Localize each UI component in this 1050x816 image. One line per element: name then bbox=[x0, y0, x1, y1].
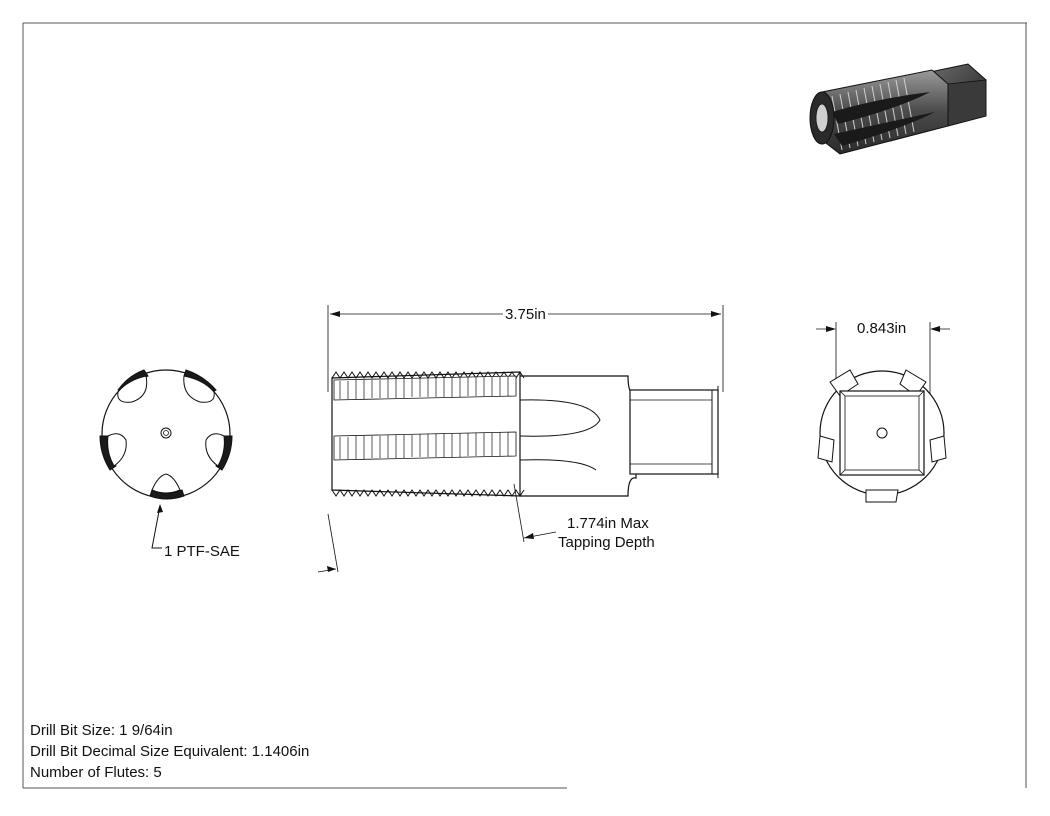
overall-length-dimension: 3.75in bbox=[503, 306, 548, 323]
end-view-left bbox=[99, 369, 233, 549]
thread-size-callout: 1 PTF-SAE bbox=[164, 543, 240, 560]
tapping-depth-label: Tapping Depth bbox=[558, 534, 655, 551]
side-view bbox=[317, 305, 724, 573]
isometric-view bbox=[809, 63, 987, 155]
square-width-dimension: 0.843in bbox=[857, 320, 907, 337]
number-of-flutes: Number of Flutes: 5 bbox=[30, 764, 162, 781]
spec-notes: Drill Bit Size: 1 9/64in Drill Bit Decim… bbox=[30, 720, 309, 783]
tapping-depth-value: 1.774in Max bbox=[567, 515, 649, 532]
sheet-border bbox=[22, 22, 1027, 789]
end-view-right bbox=[816, 322, 950, 503]
drill-bit-decimal-equivalent: Drill Bit Decimal Size Equivalent: 1.140… bbox=[30, 743, 310, 760]
drill-bit-size: Drill Bit Size: 1 9/64in bbox=[30, 722, 173, 739]
